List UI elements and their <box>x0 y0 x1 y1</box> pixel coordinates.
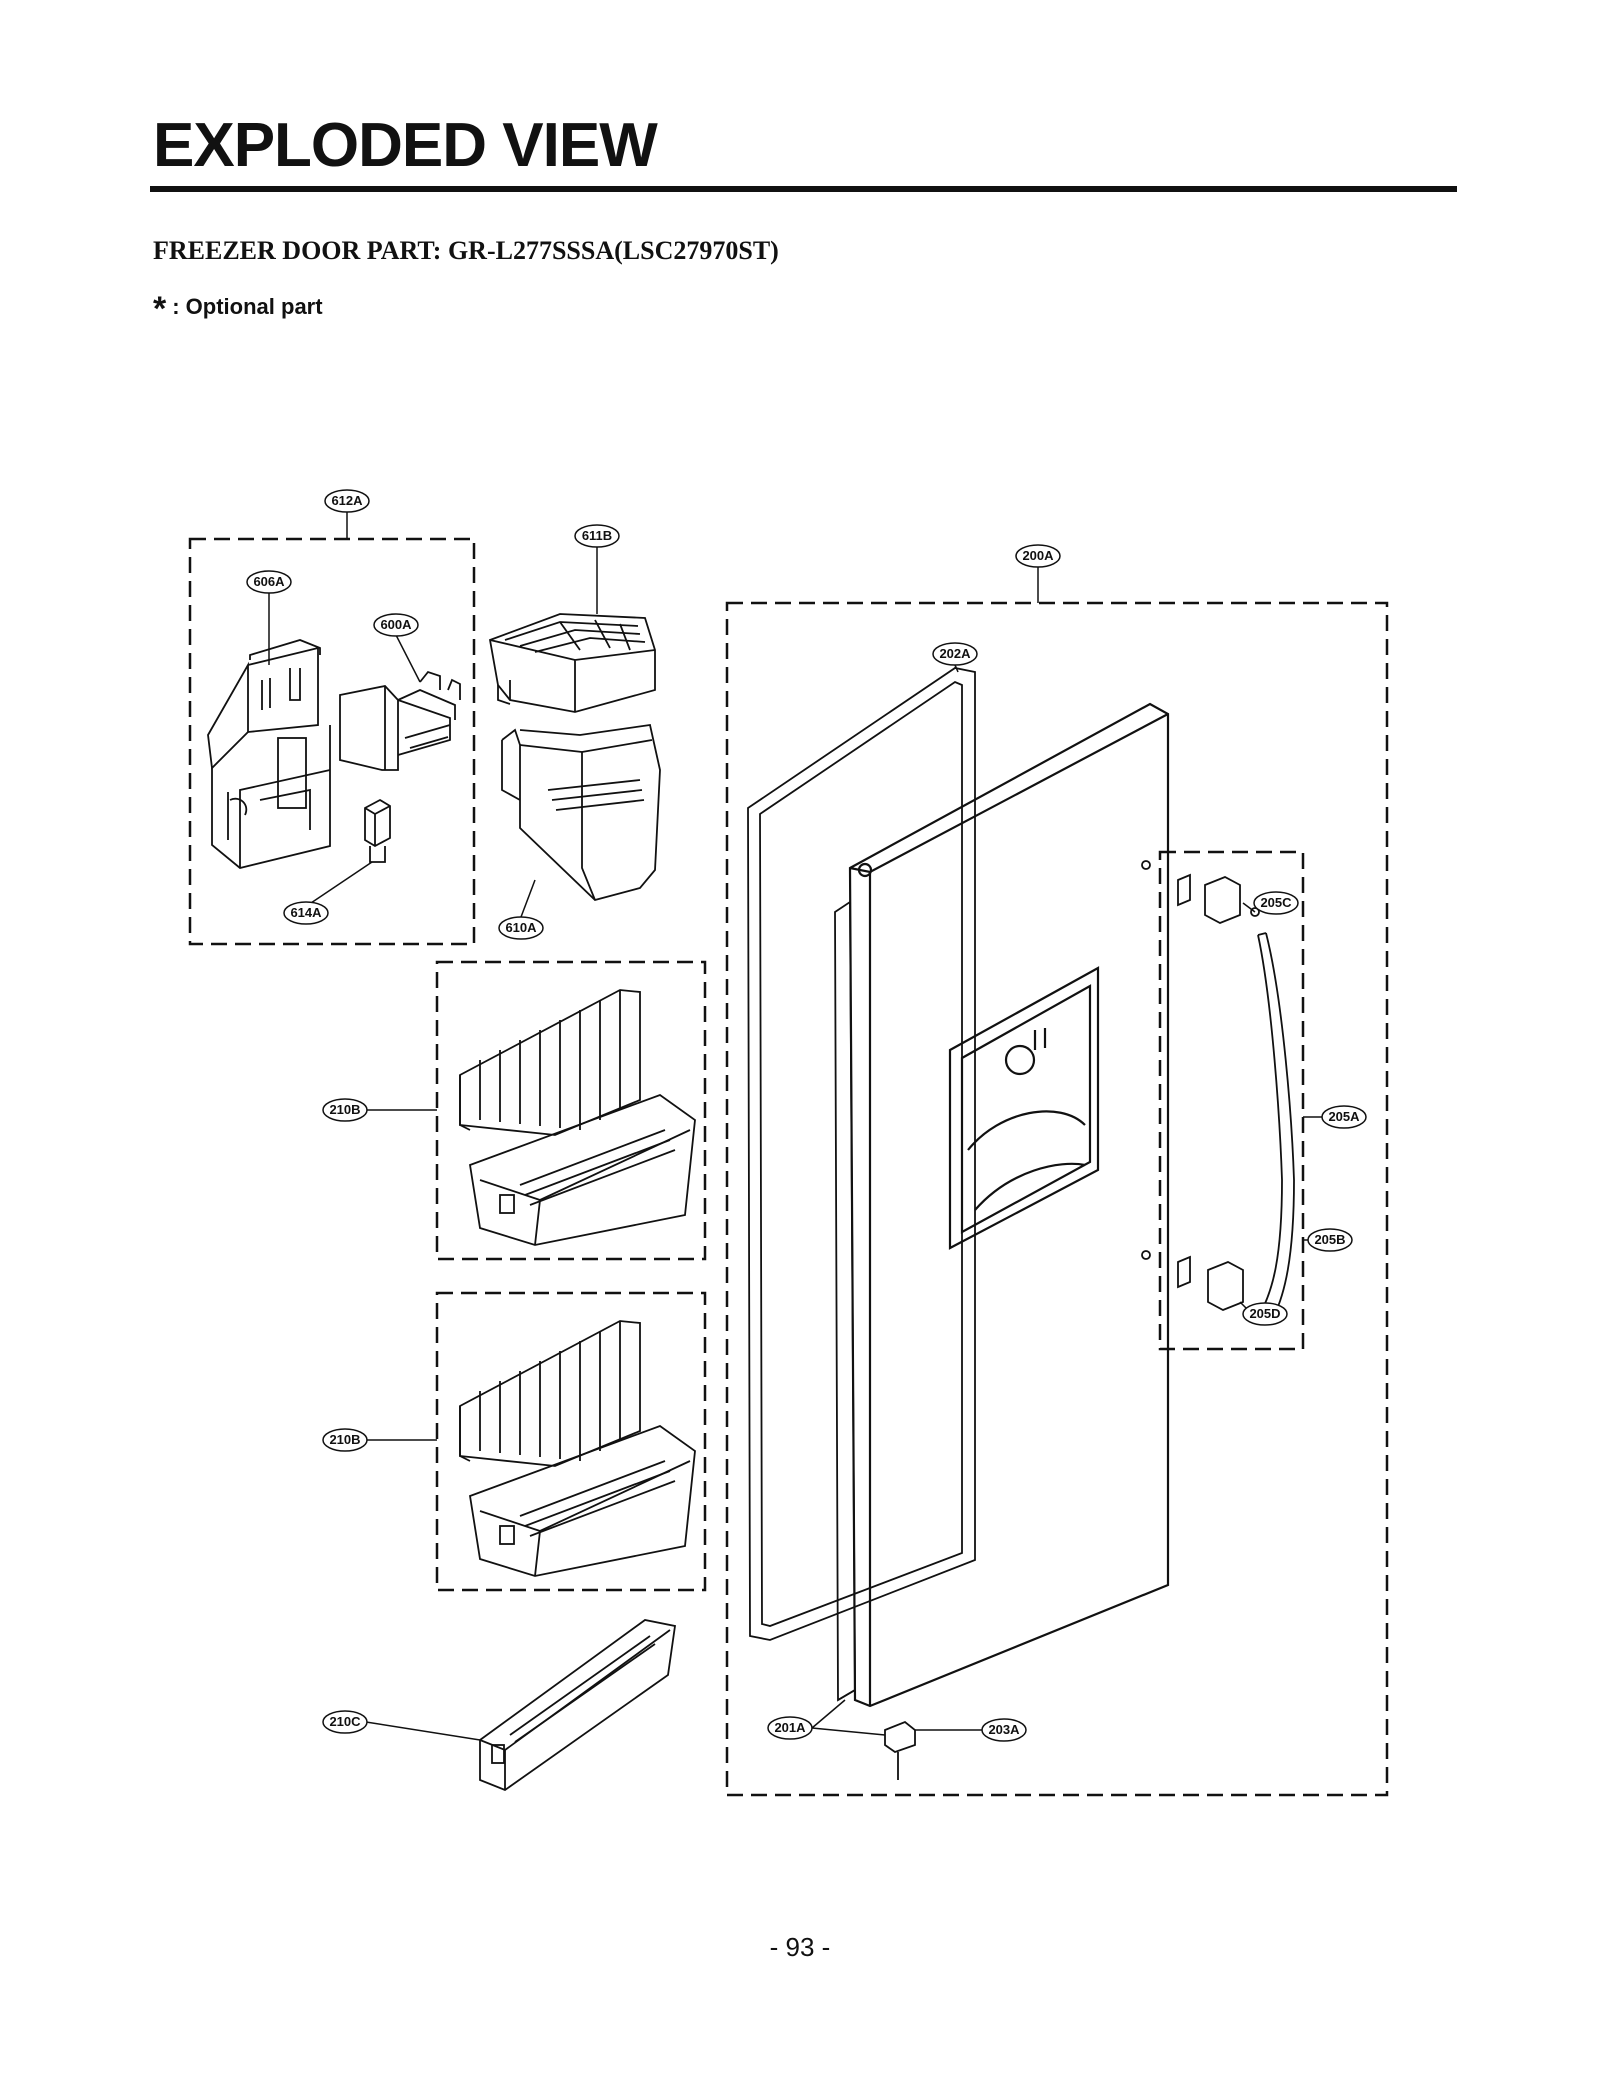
ice-maker-part <box>339 670 461 771</box>
callout-610A: 610A <box>498 916 544 940</box>
callout-210B-lower: 210B <box>322 1428 368 1452</box>
ice-maker-bracket-part <box>207 639 331 869</box>
svg-text:614A: 614A <box>290 905 322 920</box>
optional-symbol: * <box>153 290 167 328</box>
basket-upper-box <box>435 960 707 1261</box>
svg-text:600A: 600A <box>380 617 412 632</box>
icemaker-group-box <box>188 537 476 946</box>
callout-210B-upper: 210B <box>322 1098 368 1122</box>
svg-text:200A: 200A <box>1022 548 1054 563</box>
callout-201A: 201A <box>767 1716 813 1740</box>
svg-text:210B: 210B <box>329 1432 360 1447</box>
lower-hinge-part <box>884 1720 916 1780</box>
svg-text:205D: 205D <box>1249 1306 1280 1321</box>
leader-lines <box>268 512 1322 1741</box>
callout-210C: 210C <box>322 1710 368 1734</box>
svg-text:201A: 201A <box>774 1720 806 1735</box>
page-title: EXPLODED VIEW <box>153 111 658 180</box>
svg-text:202A: 202A <box>939 646 971 661</box>
handle-bracket-upper-part <box>1141 860 1260 924</box>
callout-205C: 205C <box>1253 891 1299 915</box>
door-basket-upper-part <box>459 989 696 1246</box>
door-panel-part <box>848 702 1170 1708</box>
handle-bracket-lower-part <box>1141 1250 1244 1311</box>
callout-611B: 611B <box>574 524 620 548</box>
svg-text:610A: 610A <box>505 920 537 935</box>
svg-text:203A: 203A <box>988 1722 1020 1737</box>
svg-text:612A: 612A <box>331 493 363 508</box>
callout-202A: 202A <box>932 642 978 666</box>
handle-group-box <box>1158 850 1305 1351</box>
title-rule <box>150 186 1457 192</box>
optional-part-note: *: Optional part <box>153 290 323 329</box>
door-basket-lower-part <box>459 1320 696 1577</box>
optional-note-text: : Optional part <box>172 294 323 319</box>
svg-text:210B: 210B <box>329 1102 360 1117</box>
page-number: - 93 - <box>769 1932 831 1962</box>
door-gasket-part <box>747 667 976 1641</box>
callout-203A: 203A <box>981 1718 1027 1742</box>
door-handle-part <box>1257 932 1295 1317</box>
ice-bin-cover-part <box>488 613 656 713</box>
svg-text:606A: 606A <box>253 574 285 589</box>
svg-text:210C: 210C <box>329 1714 361 1729</box>
basket-lower-box <box>435 1291 707 1592</box>
door-bin-part <box>479 1619 677 1792</box>
page-subtitle: FREEZER DOOR PART: GR-L277SSSA(LSC27970S… <box>153 236 779 265</box>
sensor-part <box>364 798 391 863</box>
group-boxes <box>188 537 1389 1797</box>
callout-200A: 200A <box>1015 544 1061 568</box>
callout-606A: 606A <box>246 570 292 594</box>
svg-text:205A: 205A <box>1328 1109 1360 1124</box>
callout-205B: 205B <box>1307 1228 1353 1252</box>
callout-205A: 205A <box>1321 1105 1367 1129</box>
svg-text:611B: 611B <box>582 528 612 543</box>
ice-bin-part <box>501 723 661 902</box>
callout-600A: 600A <box>373 613 419 637</box>
callout-612A: 612A <box>324 489 370 513</box>
door-assembly-box <box>725 601 1389 1797</box>
callout-614A: 614A <box>283 901 329 925</box>
callout-205D: 205D <box>1242 1302 1288 1326</box>
svg-text:205C: 205C <box>1260 895 1292 910</box>
svg-text:205B: 205B <box>1314 1232 1345 1247</box>
